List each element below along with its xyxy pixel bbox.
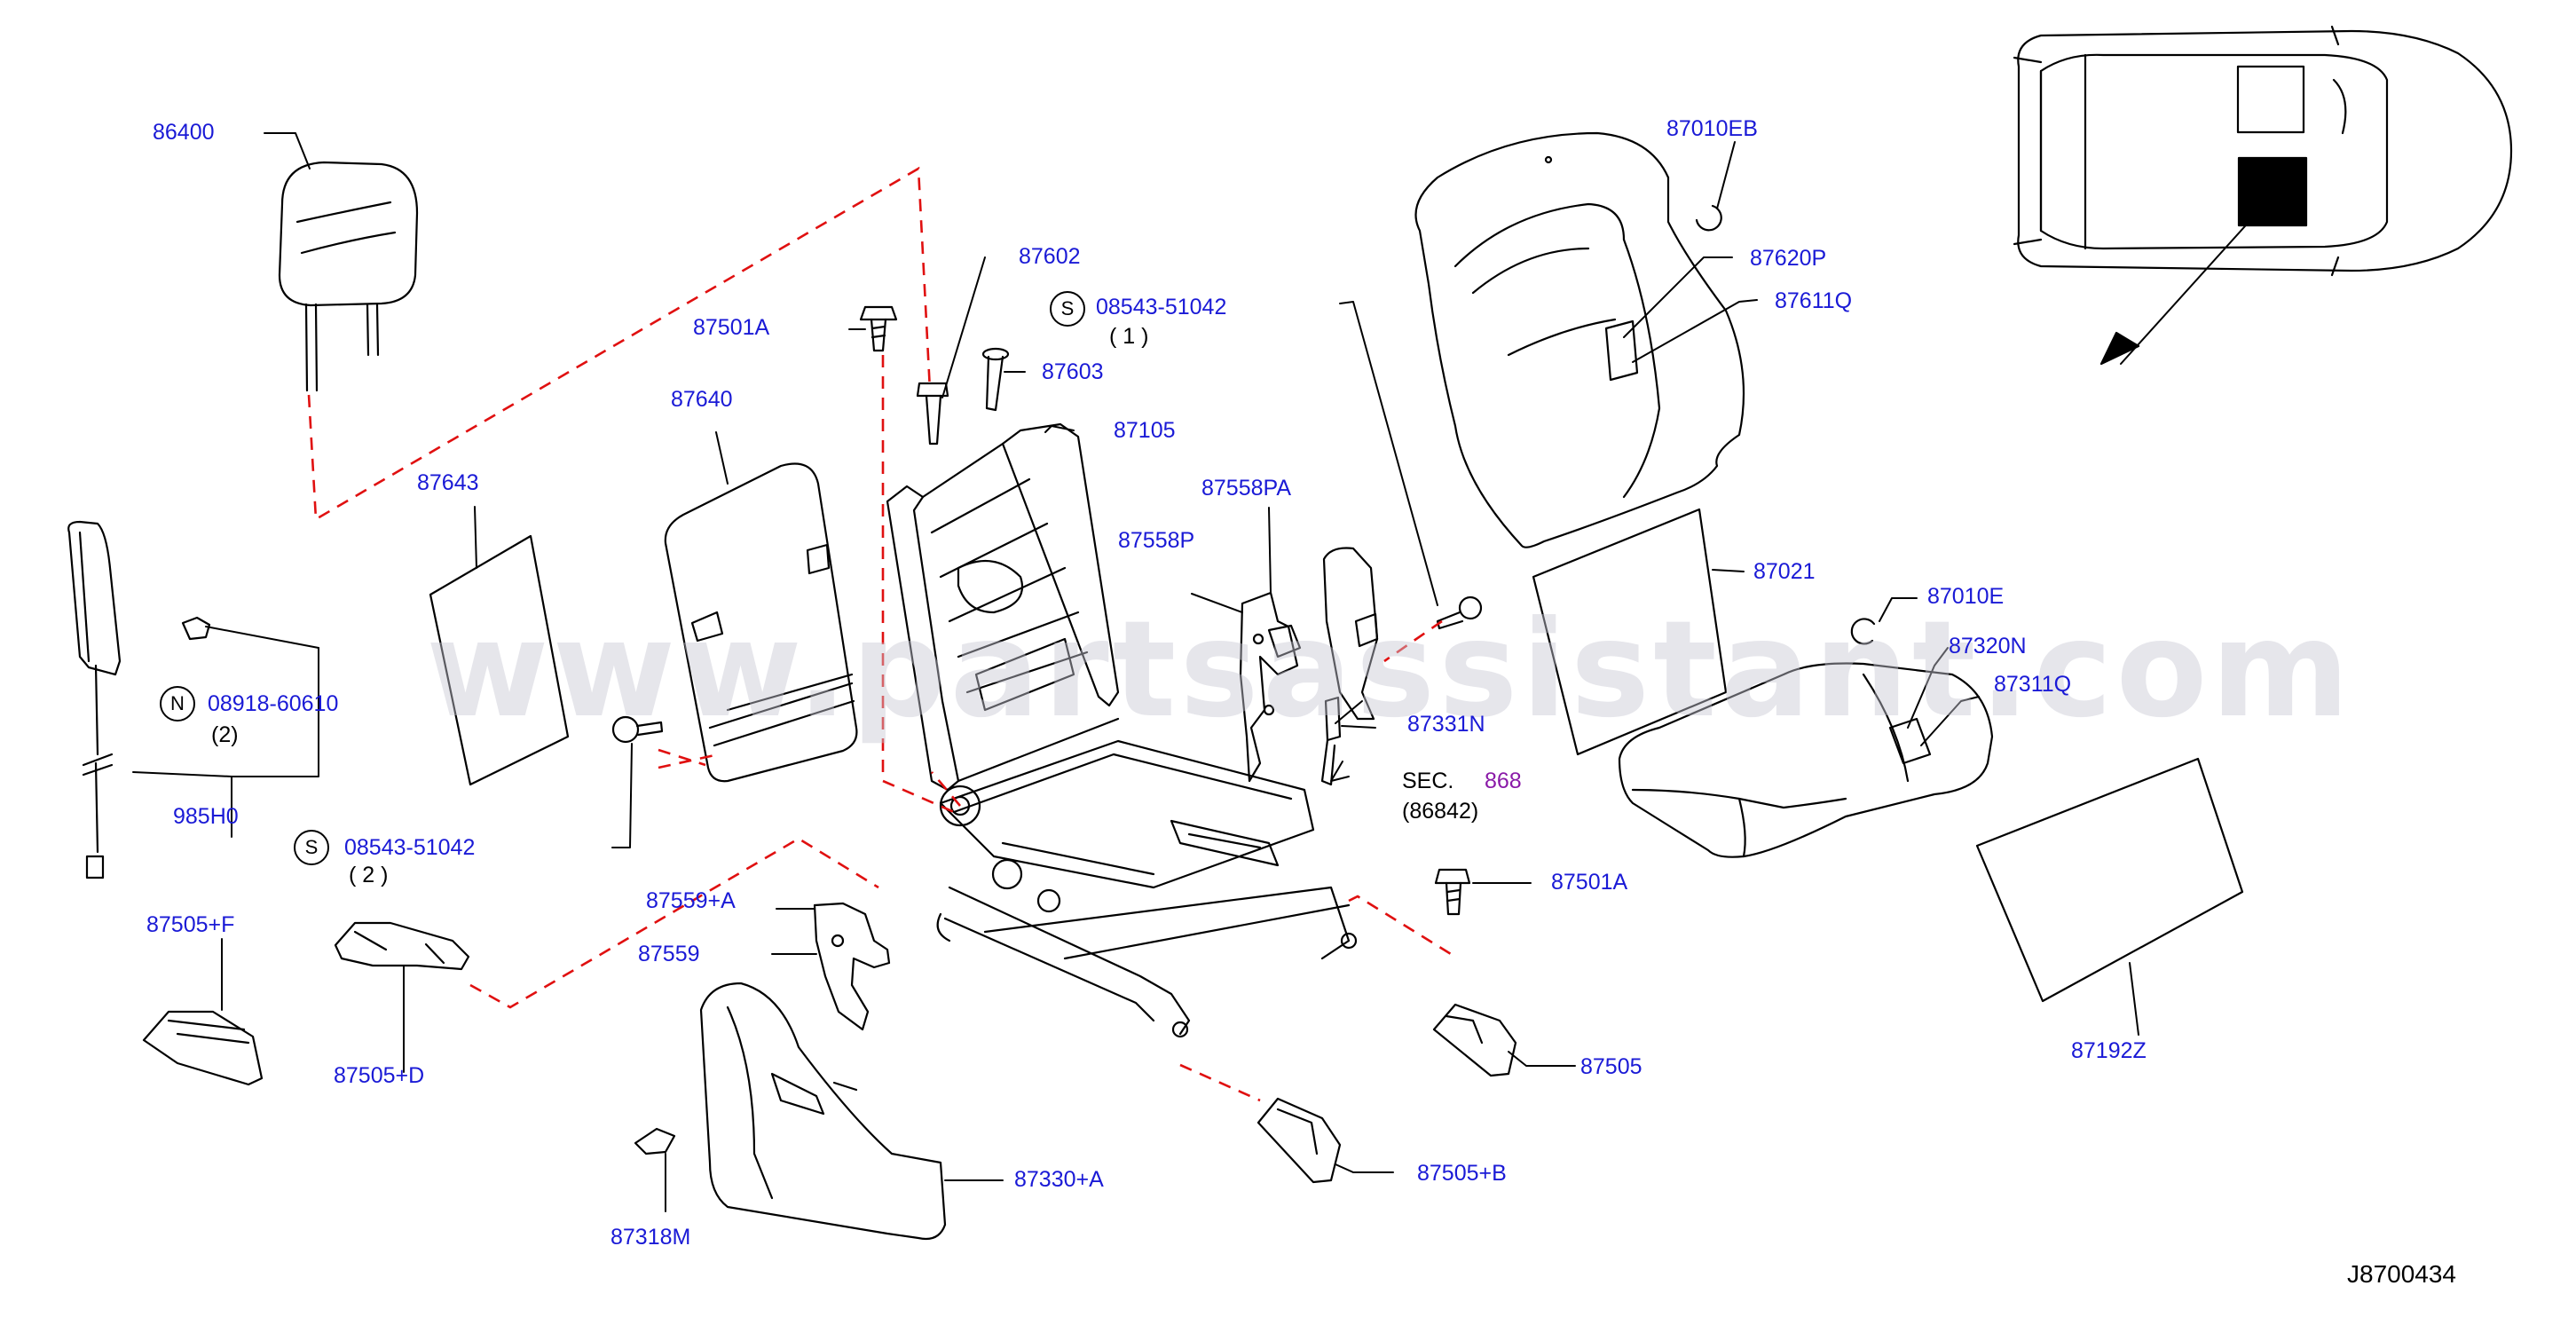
standard-part-mark-s1: S (1050, 291, 1085, 327)
shield-87330A (699, 982, 947, 1241)
pad-87643 (429, 534, 570, 786)
label-87192Z[interactable]: 87192Z (2071, 1038, 2147, 1063)
cover-87505F (142, 1010, 264, 1086)
cover-87505B (1256, 1097, 1342, 1184)
label-87611Q[interactable]: 87611Q (1775, 288, 1853, 313)
ring-87010EB (1695, 204, 1722, 232)
label-87320N[interactable]: 87320N (1949, 634, 2027, 658)
bracket-87559 (813, 902, 891, 1031)
bolster-985H0 (67, 520, 122, 879)
label-87559A[interactable]: 87559+A (646, 888, 736, 913)
label-87603[interactable]: 87603 (1042, 359, 1104, 384)
label-87602[interactable]: 87602 (1019, 244, 1081, 269)
cushion-trim (1618, 662, 1994, 858)
label-86400[interactable]: 86400 (153, 120, 215, 145)
headrest-drawing (278, 161, 419, 392)
watermark: www.partsassistant.com (426, 593, 2353, 747)
label-985H0[interactable]: 985H0 (173, 804, 239, 829)
clip-87318M (634, 1127, 676, 1155)
label-08543-51042-1[interactable]: 08543-51042 (1096, 295, 1227, 319)
section-prefix: SEC. (1402, 769, 1454, 793)
label-08918-60610[interactable]: 08918-60610 (208, 691, 339, 716)
label-87505[interactable]: 87505 (1580, 1054, 1642, 1079)
label-87559[interactable]: 87559 (638, 942, 700, 966)
drawing-code: J8700434 (2347, 1260, 2457, 1288)
label-87643[interactable]: 87643 (417, 470, 479, 495)
pad-87192Z (1975, 757, 2244, 1003)
label-87330A[interactable]: 87330+A (1014, 1167, 1104, 1192)
label-08543-51042-2[interactable]: 08543-51042 (344, 835, 476, 860)
sec868-part (1320, 696, 1342, 786)
label-87640[interactable]: 87640 (671, 387, 733, 412)
pad-87021 (1532, 508, 1728, 756)
label-87505F[interactable]: 87505+F (146, 912, 235, 937)
label-87620P[interactable]: 87620P (1750, 246, 1827, 271)
label-87010E[interactable]: 87010E (1927, 584, 2005, 609)
backboard-87640 (664, 462, 858, 783)
label-87558PA[interactable]: 87558PA (1201, 476, 1292, 501)
qty-n1: (2) (211, 722, 239, 747)
label-87311Q[interactable]: 87311Q (1994, 672, 2072, 697)
bolt-87501A-top (859, 305, 898, 352)
label-87010EB[interactable]: 87010EB (1666, 116, 1758, 141)
bracket-87558 (1239, 591, 1302, 783)
view-arrowhead (2099, 331, 2140, 366)
label-87505B[interactable]: 87505+B (1417, 1161, 1507, 1186)
cover-87505D (334, 921, 470, 971)
cover-87505 (1432, 1003, 1517, 1077)
ring-87010E (1850, 618, 1876, 645)
label-87558P[interactable]: 87558P (1118, 528, 1195, 553)
seat-location-marker (2237, 156, 2308, 227)
qty-s1: ( 1 ) (1109, 324, 1149, 349)
cover-87331N (1322, 547, 1379, 721)
car-outline (2013, 25, 2513, 277)
label-87021[interactable]: 87021 (1753, 559, 1816, 584)
alignment-lines (307, 166, 1452, 1102)
label-87105[interactable]: 87105 (1114, 418, 1176, 443)
bolt-87501A-bottom (1434, 868, 1471, 916)
label-87331N[interactable]: 87331N (1407, 712, 1485, 737)
seatback-trim (1414, 131, 1745, 548)
clip-n (181, 616, 211, 641)
standard-part-mark-n1: N (160, 686, 195, 722)
qty-s2: ( 2 ) (349, 863, 389, 887)
label-87501A-bottom[interactable]: 87501A (1551, 870, 1628, 895)
label-87501A-top[interactable]: 87501A (693, 315, 770, 340)
label-87318M[interactable]: 87318M (611, 1225, 691, 1250)
stud-87603 (981, 347, 1010, 412)
section-number[interactable]: 868 (1485, 769, 1522, 793)
standard-part-mark-s2: S (294, 830, 329, 865)
frame-87105 (886, 422, 1358, 1038)
section-ref: (86842) (1402, 799, 1479, 824)
knob-87620P (1604, 319, 1639, 382)
stud-87602 (916, 382, 949, 446)
bolt-back (611, 715, 664, 744)
label-87505D[interactable]: 87505+D (334, 1063, 425, 1088)
